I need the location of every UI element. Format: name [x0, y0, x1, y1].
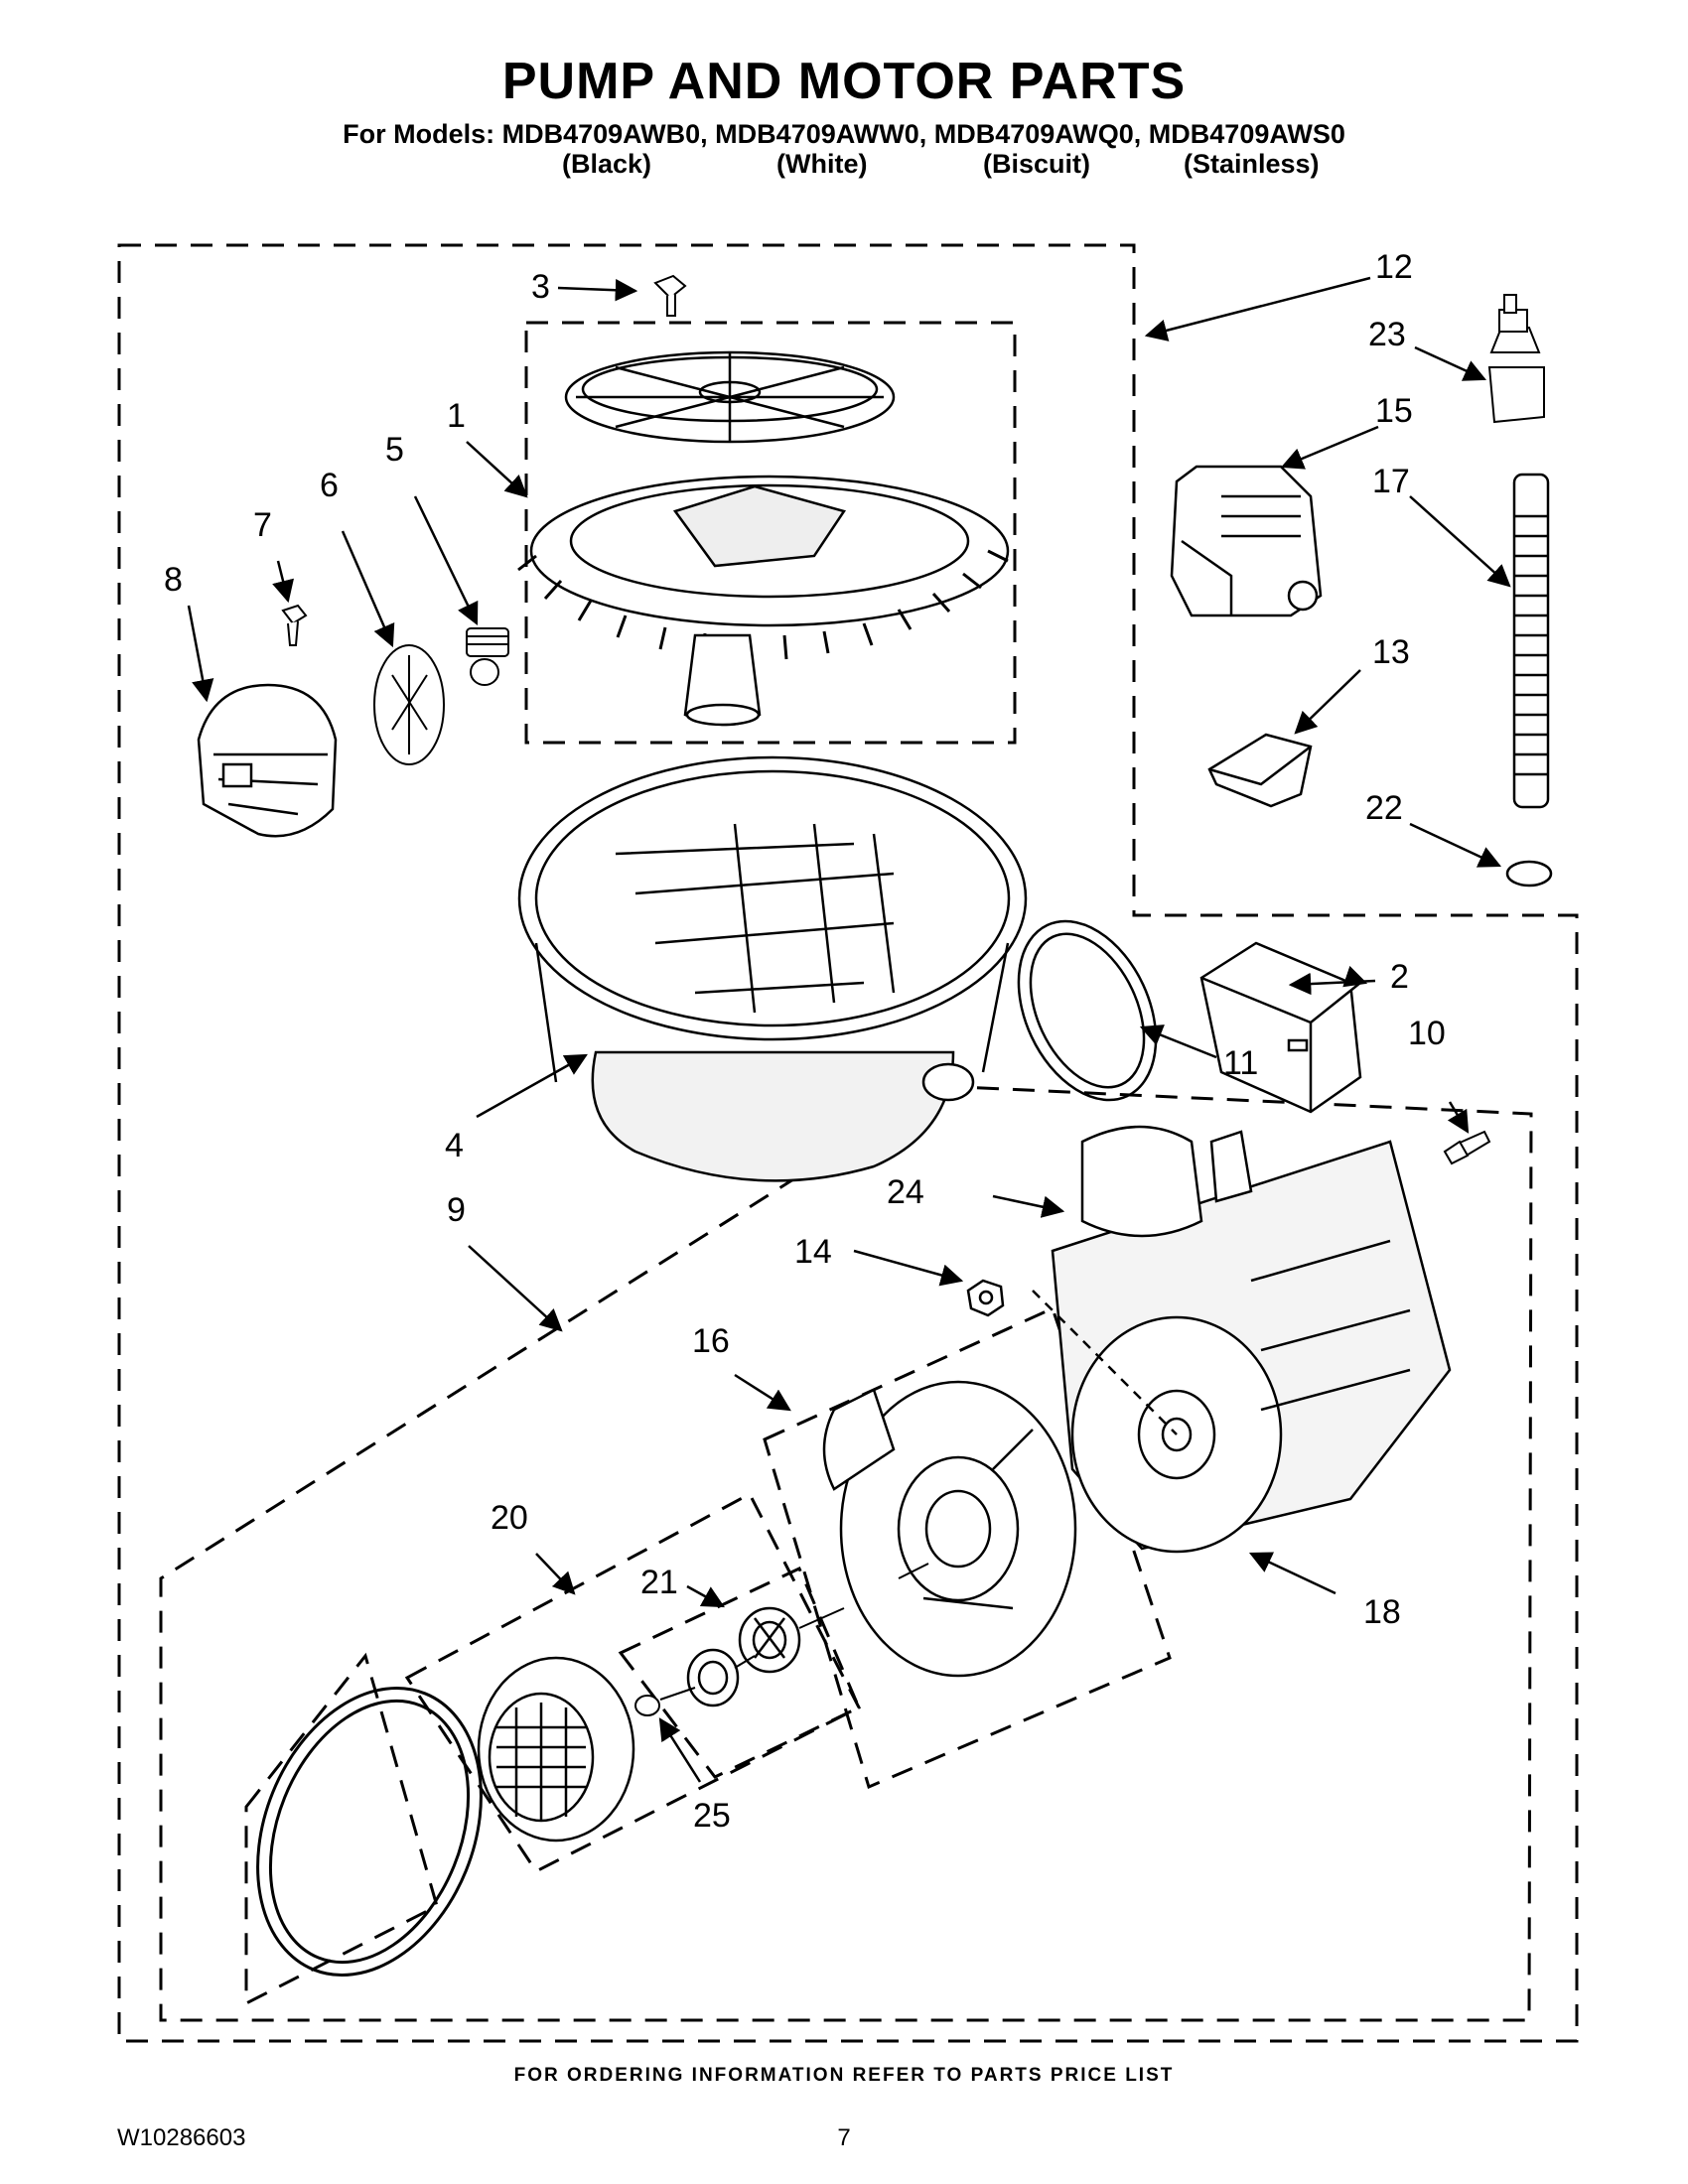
part-14-nut	[966, 1279, 1005, 1317]
page-number: 7	[837, 2124, 851, 2151]
callout-22: 22	[1365, 789, 1403, 827]
callout-17: 17	[1372, 463, 1410, 500]
part-22-clamp	[1505, 860, 1553, 887]
part-20-bearing	[686, 1648, 740, 1707]
motor-assembly-boundary	[159, 1084, 1533, 2022]
part-1-filter-housing	[517, 475, 1010, 727]
callout-12: 12	[1375, 248, 1413, 286]
callout-8: 8	[164, 561, 183, 599]
part-2-bracket	[1199, 941, 1362, 1114]
part-21-seal	[738, 1606, 801, 1674]
callout-13: 13	[1372, 633, 1410, 671]
part-4-sump	[517, 755, 1028, 1182]
part-6-chopper	[373, 644, 445, 765]
part-16-pump-housing	[822, 1380, 1077, 1678]
callout-5: 5	[385, 431, 404, 469]
callout-7: 7	[253, 506, 272, 544]
pump-assembly-boundary	[524, 321, 1017, 745]
callout-2: 2	[1390, 958, 1409, 996]
callout-21: 21	[640, 1564, 678, 1601]
models-line: For Models: MDB4709AWB0, MDB4709AWW0, MD…	[343, 119, 1345, 149]
part-8-turbidity-housing	[197, 683, 338, 838]
color-biscuit: (Biscuit)	[983, 149, 1090, 179]
callout-11: 11	[1223, 1044, 1258, 1082]
callout-24: 24	[887, 1173, 924, 1211]
part-11-gasket	[1017, 919, 1158, 1102]
part-5-clip	[466, 627, 509, 686]
color-stainless: (Stainless)	[1184, 149, 1320, 179]
callout-25: 25	[693, 1797, 731, 1835]
callout-1: 1	[447, 397, 466, 435]
callout-4: 4	[445, 1127, 464, 1164]
color-white: (White)	[776, 149, 868, 179]
part-13-sensor	[1207, 733, 1313, 808]
callout-3: 3	[531, 268, 550, 306]
part-7-screw	[281, 604, 308, 646]
impeller-group-boundary	[244, 1652, 439, 2006]
page-title: PUMP AND MOTOR PARTS	[501, 53, 1187, 110]
outer-dashed-boundary	[117, 243, 1579, 2043]
part-10-screw	[1443, 1130, 1491, 1165]
part-1-top-disc	[564, 350, 896, 444]
callout-15: 15	[1375, 392, 1413, 430]
callout-18: 18	[1363, 1593, 1401, 1631]
callout-6: 6	[320, 467, 339, 504]
callout-9: 9	[447, 1191, 466, 1229]
impeller-assembly	[477, 1656, 635, 1843]
part-24-motor	[1032, 1125, 1452, 1554]
part-25-washer	[634, 1695, 660, 1716]
housing-group-boundary	[763, 1305, 1172, 1790]
callout-14: 14	[794, 1233, 832, 1271]
large-seal-ring	[256, 1686, 483, 1978]
document-number: W10286603	[117, 2124, 246, 2151]
callout-20: 20	[491, 1499, 528, 1537]
part-23-diverter-valve	[1487, 294, 1545, 424]
color-black: (Black)	[562, 149, 652, 179]
part-15-drain-pump	[1170, 465, 1323, 617]
ordering-note: FOR ORDERING INFORMATION REFER TO PARTS …	[513, 2065, 1175, 2086]
part-17-hose	[1512, 473, 1550, 809]
part-3-screw	[653, 274, 687, 317]
callout-16: 16	[692, 1322, 730, 1360]
callout-23: 23	[1368, 316, 1406, 353]
seal-group-boundary	[404, 1491, 862, 1873]
callout-10: 10	[1408, 1015, 1446, 1052]
